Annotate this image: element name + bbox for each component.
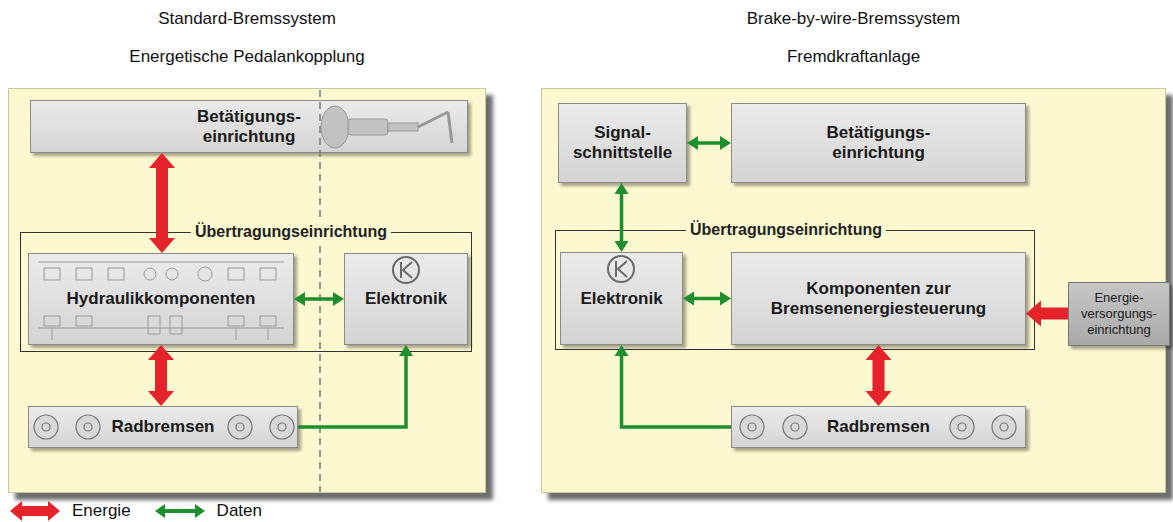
energy-arrow	[1026, 301, 1068, 327]
component-box: Energie- versorgungs- einrichtung	[1068, 282, 1170, 346]
legend-arrow	[155, 504, 205, 518]
legend-item: Daten	[153, 500, 262, 522]
energy-arrow	[866, 345, 892, 406]
box-label: Elektronik	[580, 289, 662, 309]
data-arrow	[294, 292, 344, 306]
component-box: Komponenten zur Bremsenenergiesteuerung	[731, 252, 1026, 345]
data-arrow	[298, 345, 413, 427]
legend-label: Daten	[217, 501, 262, 521]
panel-heading: Standard-Bremssystem	[9, 9, 485, 29]
legend-arrow	[10, 501, 60, 521]
legend-swatch	[153, 500, 207, 522]
data-line	[302, 297, 336, 301]
legend: Energie Daten	[8, 500, 284, 522]
data-line	[620, 191, 624, 244]
divider-line	[319, 90, 321, 492]
component-box: Betätigungs- einrichtung	[30, 100, 468, 153]
panel-heading: Energetische Pedalankopplung	[9, 47, 485, 67]
energy-arrow-shape	[149, 153, 175, 253]
box-label: Radbremsen	[112, 417, 215, 437]
data-arrow	[687, 136, 731, 150]
component-box: Radbremsen	[731, 406, 1026, 448]
data-arrowhead	[615, 241, 629, 252]
legend-swatch	[8, 500, 62, 522]
box-label: Radbremsen	[827, 417, 930, 437]
data-arrowhead	[720, 136, 731, 150]
energy-arrow-shape	[1026, 301, 1068, 327]
system-panel: Standard-BremssystemEnergetische Pedalan…	[8, 88, 486, 493]
box-label: Energie- versorgungs- einrichtung	[1075, 290, 1163, 338]
data-arrowhead	[399, 345, 413, 356]
component-box: Hydraulikkomponenten	[28, 253, 294, 345]
box-label: Betätigungs- einrichtung	[809, 123, 949, 163]
data-arrow	[615, 345, 732, 427]
system-panel: Brake-by-wire-BremssystemFremdkraftanlag…	[541, 88, 1166, 493]
panel-heading: Brake-by-wire-Bremssystem	[542, 9, 1165, 29]
panel-heading: Fremdkraftanlage	[542, 47, 1165, 67]
group-frame: ÜbertragungseinrichtungElektronikKompone…	[555, 230, 1035, 350]
component-box: Elektronik	[560, 252, 683, 345]
data-arrow	[683, 292, 731, 306]
box-label: Komponenten zur Bremsenenergiesteuerung	[744, 279, 1014, 319]
component-box: Radbremsen	[28, 406, 298, 448]
data-arrowhead	[333, 292, 344, 306]
wheel-brake-icons	[34, 415, 1016, 439]
data-arrow	[615, 183, 629, 252]
legend-label: Energie	[72, 501, 131, 521]
box-label: Betätigungs- einrichtung	[179, 107, 319, 147]
data-arrowhead	[615, 345, 629, 356]
data-line	[695, 141, 723, 145]
data-line	[298, 353, 406, 427]
box-label: Signal- schnittstelle	[565, 123, 680, 163]
data-line	[622, 353, 732, 427]
energy-arrow-shape	[866, 345, 892, 406]
energy-arrow	[148, 345, 174, 406]
component-box: Betätigungs- einrichtung	[731, 103, 1026, 183]
data-arrowhead	[683, 292, 694, 306]
group-title: Übertragungseinrichtung	[686, 220, 886, 240]
energy-arrow-shape	[148, 345, 174, 406]
component-box: Elektronik	[344, 253, 468, 345]
box-label: Elektronik	[365, 289, 447, 309]
data-arrowhead	[720, 292, 731, 306]
box-label: Hydraulikkomponenten	[67, 289, 256, 309]
brake-booster-picture	[321, 106, 452, 148]
energy-arrow	[149, 153, 175, 253]
electronics-icon	[393, 256, 634, 283]
group-frame: ÜbertragungseinrichtungHydraulikkomponen…	[20, 232, 472, 352]
data-arrowhead	[615, 183, 629, 194]
component-box: Signal- schnittstelle	[558, 103, 687, 183]
data-arrowhead	[294, 292, 305, 306]
data-line	[691, 297, 723, 301]
data-arrowhead	[687, 136, 698, 150]
hydraulic-schematic	[38, 262, 284, 340]
legend-item: Energie	[8, 500, 131, 522]
group-title: Übertragungseinrichtung	[191, 222, 391, 242]
